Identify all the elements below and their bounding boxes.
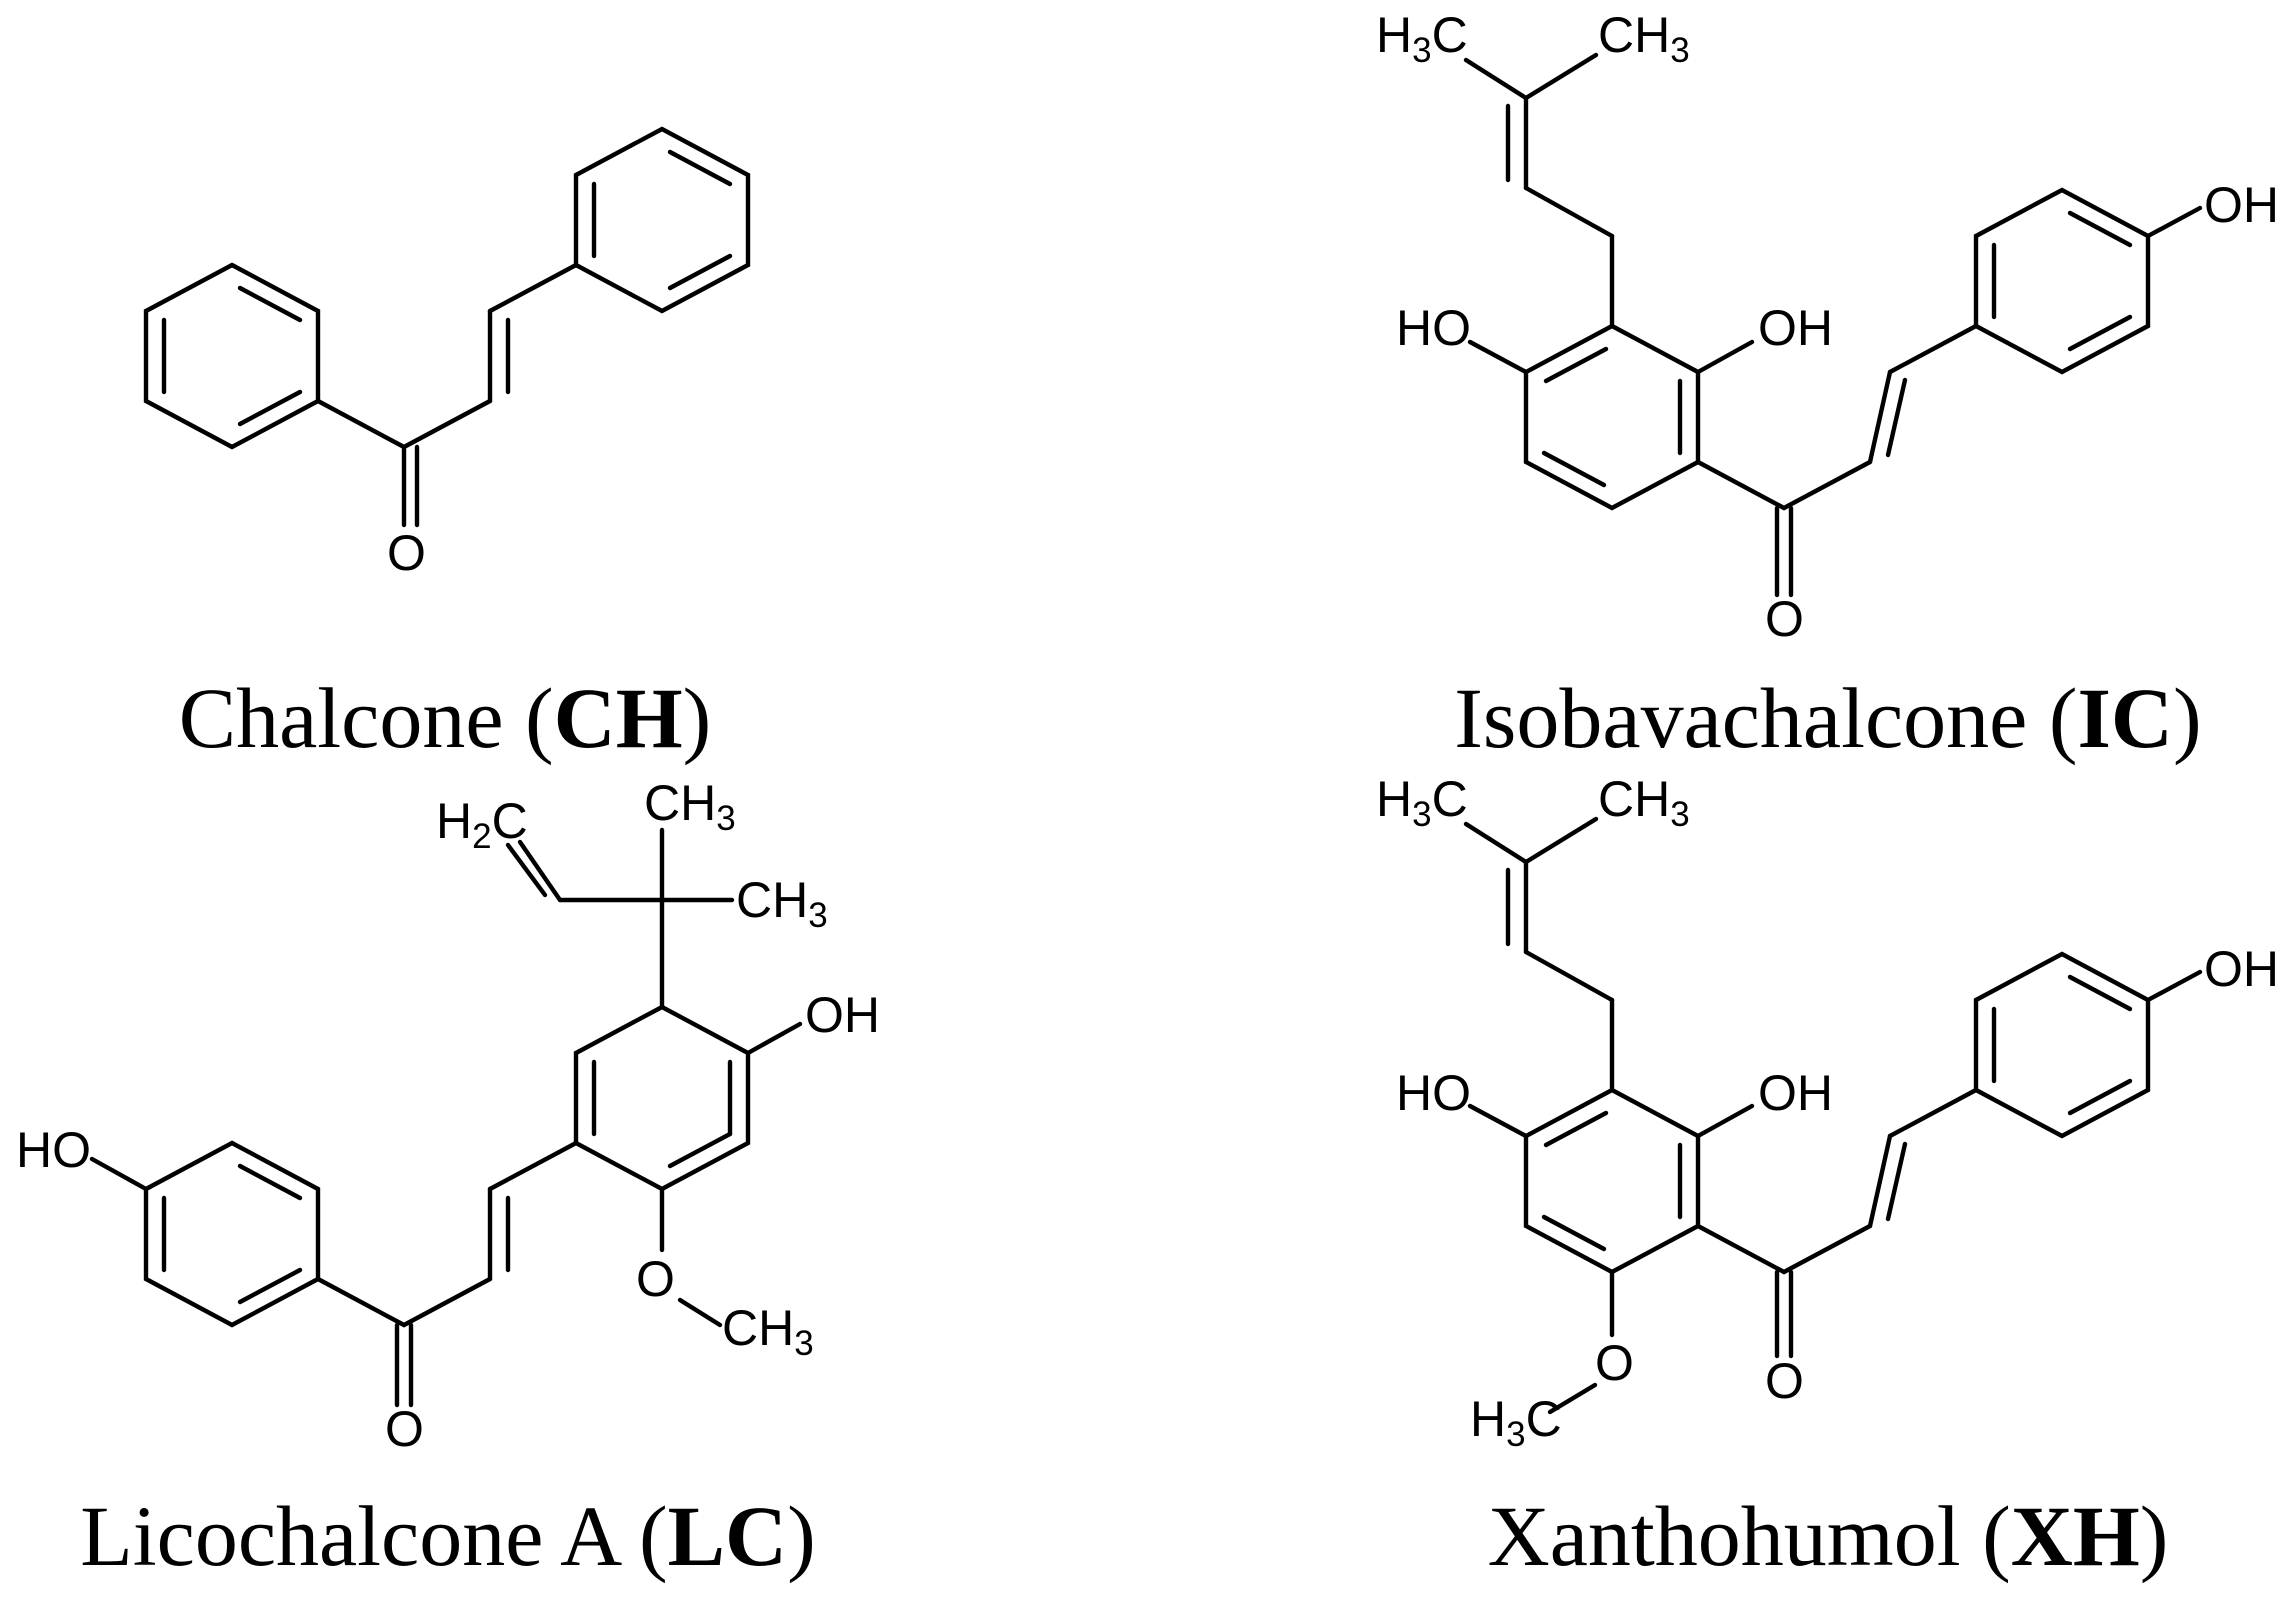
atom-label: OH	[1758, 300, 1833, 356]
atom-label: CH3	[736, 872, 828, 935]
atom-label: H2C	[436, 793, 528, 856]
atom-label: O	[1595, 1335, 1634, 1391]
atom-label: CH3	[1598, 771, 1690, 834]
caption-xanthohumol: Xanthohumol (XH)	[1488, 1488, 2169, 1584]
caption-licochalcone-a: Licochalcone A (LC)	[80, 1488, 816, 1584]
caption-isobavachalcone: Isobavachalcone (IC)	[1454, 670, 2201, 766]
structure-isobavachalcone: HO OH OH O H3C CH3	[1376, 7, 2279, 647]
structure-chalcone: O	[143, 126, 751, 581]
atom-label: HO	[1396, 1065, 1471, 1121]
structure-xanthohumol: HO OH OH O O H3C H3C CH3	[1376, 771, 2279, 1454]
atom-label: H3C	[1470, 1391, 1562, 1454]
atom-label: OH	[2204, 177, 2279, 233]
atom-label: O	[1765, 591, 1804, 647]
atom-label: OH	[805, 987, 880, 1043]
atom-label: OH	[1758, 1065, 1833, 1121]
atom-label: H3C	[1376, 771, 1468, 834]
caption-chalcone: Chalcone (CH)	[179, 670, 712, 766]
atom-label: HO	[1396, 300, 1471, 356]
atom-label: O	[387, 525, 426, 581]
atom-label: CH3	[1598, 7, 1690, 70]
atom-label: H3C	[1376, 7, 1468, 70]
atom-label: O	[1765, 1353, 1804, 1409]
atom-label: HO	[16, 1122, 91, 1178]
atom-label: OH	[2204, 941, 2279, 997]
atom-label: CH3	[722, 1300, 814, 1363]
structure-licochalcone-a: HO OH O O CH3 H2C CH3 CH3	[16, 775, 880, 1457]
atom-label: O	[385, 1401, 424, 1457]
atom-label: O	[636, 1251, 675, 1307]
atom-label: CH3	[644, 775, 736, 838]
